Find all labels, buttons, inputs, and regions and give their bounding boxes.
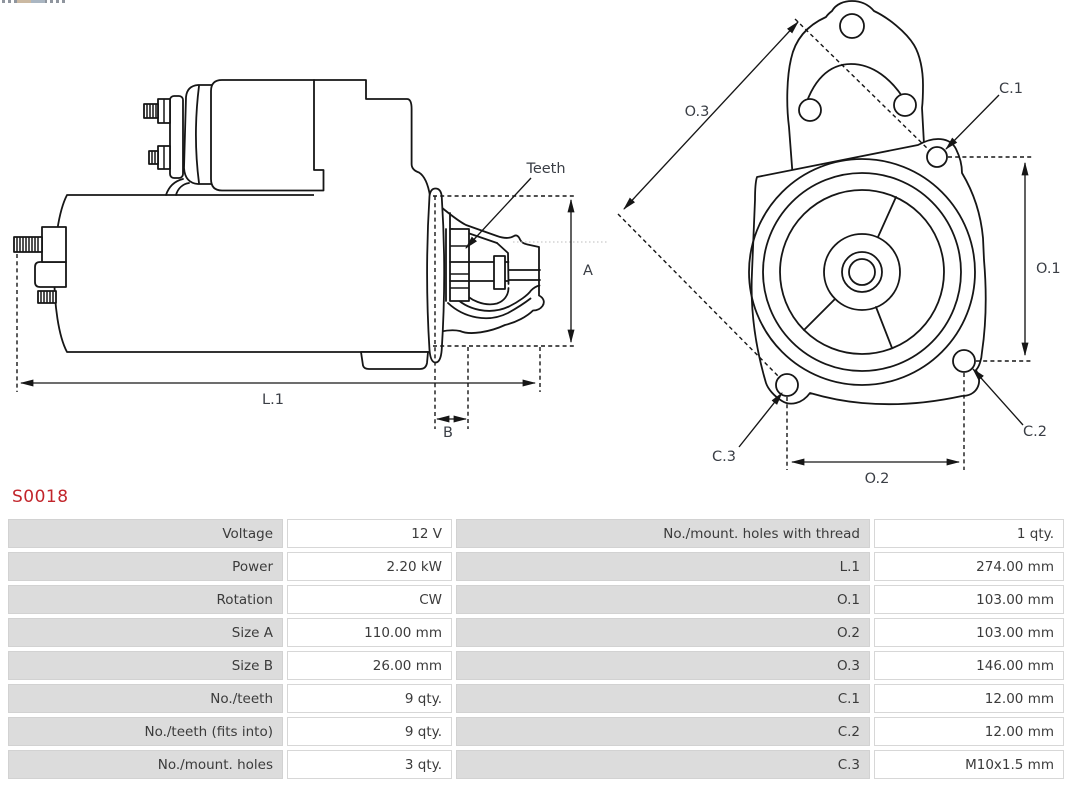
cropped-watermark-tint-right [31,0,45,3]
part-number: S0018 [12,487,69,507]
head-hole-right [893,93,917,117]
pinion-gear [449,228,470,302]
head-hole-left [798,98,822,122]
label-O1: O.1 [1036,261,1061,277]
label-O3: O.3 [685,104,710,120]
hole-c2 [952,349,976,373]
spec-table: Voltage 12 V No./mount. holes with threa… [8,519,1064,779]
spec-value: 3 qty. [287,750,452,779]
c2-pointer-line [972,368,1024,426]
drive-housing-top [314,80,430,240]
flange-circle-inner [779,189,945,355]
hole-c3 [775,373,799,397]
spec-label: Voltage [8,519,283,548]
flange-circle-mid [762,172,962,372]
hole-c1 [926,146,948,168]
spec-value: 1 qty. [874,519,1064,548]
spec-label: Size A [8,618,283,647]
spec-value: 2.20 kW [287,552,452,581]
spec-label: O.2 [456,618,870,647]
spec-value: M10x1.5 mm [874,750,1064,779]
c3-pointer-line [738,392,783,448]
spec-label: Power [8,552,283,581]
spec-label: Rotation [8,585,283,614]
side-view-drawing: Teeth A L.1 B [13,79,607,441]
mounting-flange [750,138,987,406]
spec-value: CW [287,585,452,614]
spec-value: 12.00 mm [874,717,1064,746]
c1-pointer-line [945,94,1000,150]
drive-bearing [493,255,506,290]
spec-value: 103.00 mm [874,585,1064,614]
label-B: B [443,425,453,441]
spec-value: 9 qty. [287,717,452,746]
label-C1: C.1 [999,81,1023,97]
label-O2: O.2 [865,471,890,487]
solenoid-collar [183,84,213,185]
flange-circle-outer [748,158,976,386]
technical-drawing: Teeth A L.1 B [13,0,1061,487]
spec-label: No./mount. holes with thread [456,519,870,548]
label-teeth: Teeth [525,161,565,177]
cropped-watermark-tint-left [17,0,31,3]
spec-value: 12 V [287,519,452,548]
spec-value: 110.00 mm [287,618,452,647]
terminal-stud-bottom [148,150,159,165]
spec-value: 146.00 mm [874,651,1064,680]
spec-value: 26.00 mm [287,651,452,680]
spec-label: C.2 [456,717,870,746]
label-C3: C.3 [712,449,736,465]
head-hole-top [839,13,865,39]
solenoid-end-cap [169,95,184,179]
teeth-pointer-line [465,177,532,249]
spec-value: 274.00 mm [874,552,1064,581]
field-terminal-block [41,226,67,263]
spec-label: O.3 [456,651,870,680]
spec-label: L.1 [456,552,870,581]
spec-label: No./mount. holes [8,750,283,779]
spec-label: O.1 [456,585,870,614]
mounting-foot [360,351,429,370]
solenoid-body [210,79,325,192]
spec-value: 103.00 mm [874,618,1064,647]
spec-label: C.3 [456,750,870,779]
spec-label: No./teeth [8,684,283,713]
front-view-drawing: O.3 O.1 O.2 C.1 C.2 C.3 [617,0,1061,487]
spec-value: 9 qty. [287,684,452,713]
label-L1: L.1 [262,392,284,408]
spec-label: No./teeth (fits into) [8,717,283,746]
field-terminal-lower [34,261,67,288]
spec-label: C.1 [456,684,870,713]
label-C2: C.2 [1023,424,1047,440]
spec-label: Size B [8,651,283,680]
hub-circle [823,233,901,311]
spec-value: 12.00 mm [874,684,1064,713]
label-A: A [583,263,593,279]
dim-line-O3 [623,21,799,210]
